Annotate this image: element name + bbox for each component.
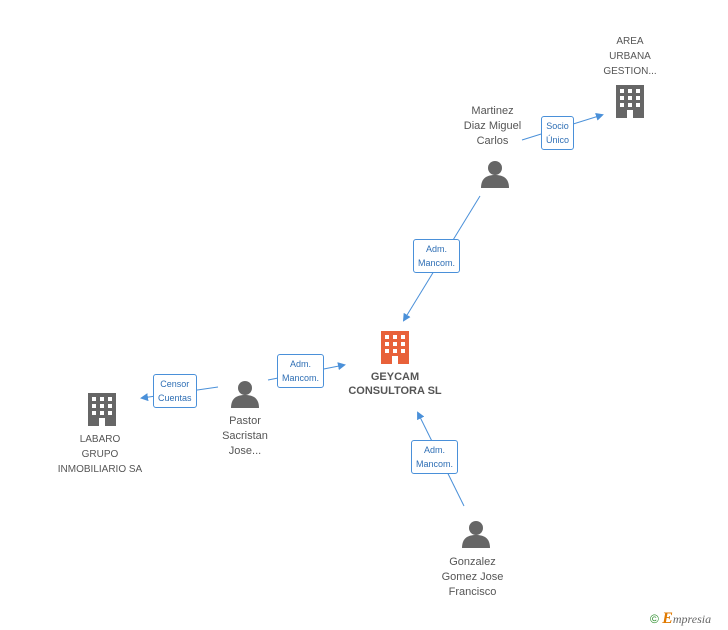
edge-label-adm-mancom-gonzalez: Adm. Mancom. bbox=[411, 440, 459, 474]
copyright-icon: © bbox=[650, 612, 659, 626]
node-label-labaro[interactable]: LABARO GRUPO INMOBILIARIO SA bbox=[57, 434, 143, 475]
node-label-martinez[interactable]: Martinez Diaz Miguel Carlos bbox=[463, 105, 522, 147]
node-label-pastor[interactable]: Pastor Sacristan Jose... bbox=[222, 415, 268, 457]
person-icon-martinez[interactable] bbox=[481, 161, 509, 188]
person-icon-gonzalez[interactable] bbox=[462, 521, 490, 548]
edge-label-censor-cuentas: Censor Cuentas bbox=[153, 374, 197, 408]
node-label-gonzalez[interactable]: Gonzalez Gomez Jose Francisco bbox=[441, 556, 504, 598]
footer-brand: © Empresia bbox=[650, 610, 711, 628]
edge-label-adm-mancom-pastor: Adm. Mancom. bbox=[277, 354, 325, 388]
node-label-main[interactable]: GEYCAM CONSULTORA SL bbox=[348, 371, 442, 397]
node-label-area[interactable]: AREA URBANA GESTION... bbox=[603, 36, 657, 77]
person-icon-pastor[interactable] bbox=[231, 381, 259, 408]
brand-logo[interactable]: Empresia bbox=[662, 610, 712, 627]
edge-label-adm-mancom-martinez: Adm. Mancom. bbox=[413, 239, 461, 273]
edge-label-socio-unico: Socio Único bbox=[541, 116, 575, 150]
building-icon-main[interactable] bbox=[381, 331, 409, 364]
building-icon-area[interactable] bbox=[616, 85, 644, 118]
building-icon-labaro[interactable] bbox=[88, 393, 116, 426]
